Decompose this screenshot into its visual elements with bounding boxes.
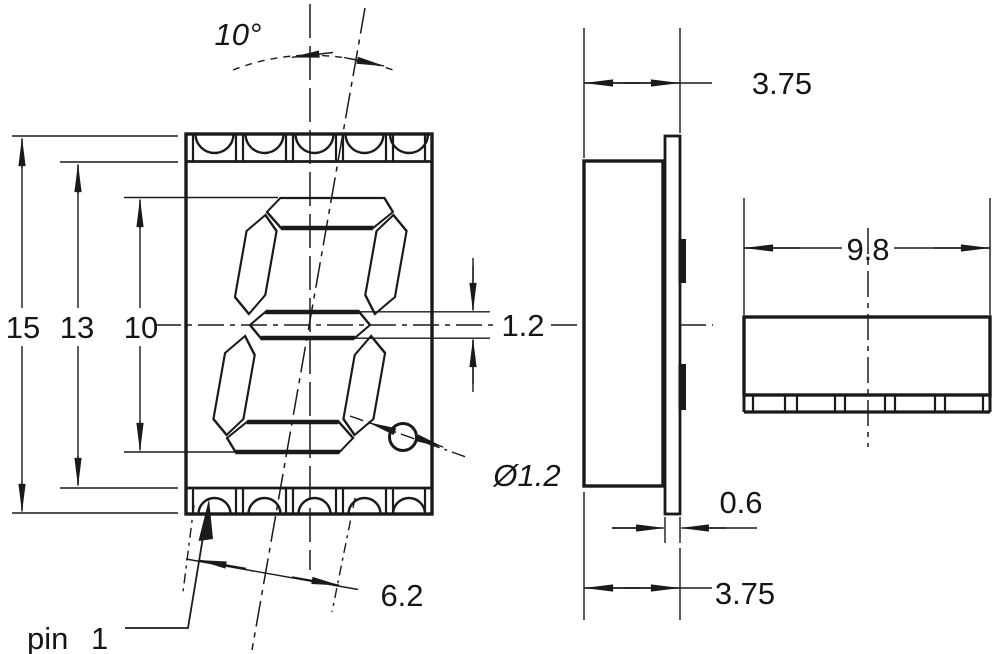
depth-dimension-top: 3.75 [583, 28, 812, 158]
height-dimensions: 15 13 10 [6, 135, 278, 514]
pin1-callout: pin 1 [27, 499, 213, 654]
dim-digit-width-label: 6.2 [380, 578, 423, 613]
segment-b [364, 213, 408, 316]
side-substrate-plate [663, 134, 682, 516]
tilt-axis-line [251, 7, 366, 651]
top-view-pad-strip [742, 395, 992, 414]
side-view: 3.75 0.6 3.75 [582, 28, 812, 620]
segment-c [342, 334, 387, 437]
substrate-thickness-dimension: 0.6 [612, 485, 763, 543]
front-bottom-castellations [197, 496, 427, 515]
pin1-arrowhead [198, 499, 213, 541]
pin1-leader-line [125, 530, 205, 629]
top-view: 9.8 [742, 198, 992, 447]
side-package-body [582, 159, 665, 488]
dim-depth-top-label: 3.75 [752, 66, 812, 101]
depth-dimension-bottom: 3.75 [583, 492, 775, 620]
segment-a [265, 196, 395, 230]
angle-dimension: 10° [215, 17, 397, 72]
decimal-point-dimension: Ø1.2 [349, 415, 561, 493]
dim-depth-bottom-label: 3.75 [715, 576, 775, 611]
side-contact-pad-lower [678, 364, 686, 410]
front-top-pad-separators [191, 134, 427, 162]
segment-f [233, 213, 278, 316]
pin1-label: pin 1 [27, 621, 108, 654]
dim-body-height-label: 13 [60, 310, 94, 345]
side-contact-pad-upper [678, 239, 686, 283]
dim-substrate-thickness-label: 0.6 [719, 485, 762, 520]
seven-segment-digit [212, 196, 408, 455]
dim-decimal-point-label: Ø1.2 [492, 458, 560, 493]
middle-segment-dimension: 1.2 [353, 258, 545, 392]
centerlines [155, 4, 713, 651]
digit-width-dimension: 6.2 [182, 497, 424, 613]
dim-overall-height-label: 15 [6, 310, 40, 345]
dim-digit-height-label: 10 [124, 310, 158, 345]
front-top-castellations [194, 133, 430, 155]
package-width-dimension: 9.8 [743, 198, 991, 315]
angle-arrow-left [290, 50, 334, 58]
top-package-body [742, 315, 992, 397]
angle-label: 10° [215, 17, 262, 52]
dim-package-width-label: 9.8 [846, 232, 889, 267]
front-view [184, 132, 434, 516]
dim-middle-segment-label: 1.2 [501, 308, 544, 343]
decimal-point [388, 422, 418, 452]
angle-arrow-right [343, 56, 386, 67]
segment-e [212, 334, 256, 437]
